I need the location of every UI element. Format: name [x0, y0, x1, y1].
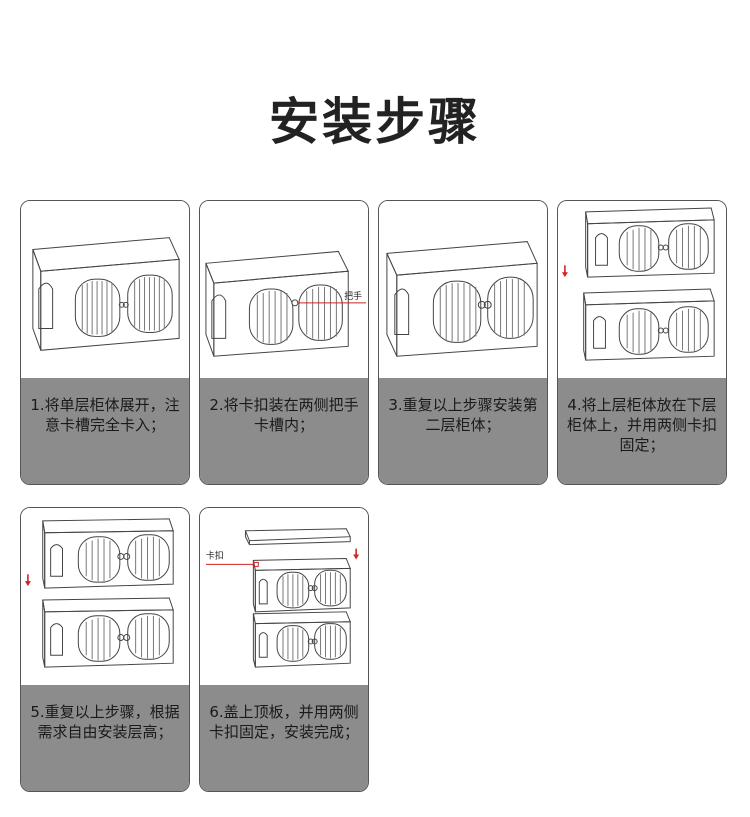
clip-label: 卡扣: [206, 549, 224, 561]
step-2-illustration: 把手: [200, 201, 368, 378]
step-3-illustration: [379, 201, 547, 378]
down-arrow-icon: [561, 265, 568, 278]
step-3-caption: 3.重复以上步骤安装第二层柜体；: [379, 378, 547, 484]
step-4-illustration: [558, 201, 726, 378]
step-card-5: 5.重复以上步骤，根据需求自由安装层高；: [20, 507, 190, 792]
step-card-2: 把手 2.将卡扣装在两侧把手卡槽内；: [199, 200, 369, 485]
page-title: 安装步骤: [269, 93, 481, 151]
step-card-1: 1.将单层柜体展开，注意卡槽完全卡入；: [20, 200, 190, 485]
step-2-caption: 2.将卡扣装在两侧把手卡槽内；: [200, 378, 368, 484]
down-arrow-icon: [24, 574, 31, 587]
step-card-4: 4.将上层柜体放在下层柜体上，并用两侧卡扣固定；: [557, 200, 727, 485]
step-card-3: 3.重复以上步骤安装第二层柜体；: [378, 200, 548, 485]
step-5-caption: 5.重复以上步骤，根据需求自由安装层高；: [21, 685, 189, 791]
down-arrow-icon: [353, 548, 360, 560]
step-6-caption: 6.盖上顶板，并用两侧卡扣固定，安装完成；: [200, 685, 368, 791]
step-card-6: 卡扣 6.盖上顶板，并用两侧卡扣固定，安装完成；: [199, 507, 369, 792]
step-1-caption: 1.将单层柜体展开，注意卡槽完全卡入；: [21, 378, 189, 484]
handle-label: 把手: [344, 290, 362, 302]
step-6-illustration: 卡扣: [200, 508, 368, 685]
step-4-caption: 4.将上层柜体放在下层柜体上，并用两侧卡扣固定；: [558, 378, 726, 484]
step-5-illustration: [21, 508, 189, 685]
step-1-illustration: [21, 201, 189, 378]
